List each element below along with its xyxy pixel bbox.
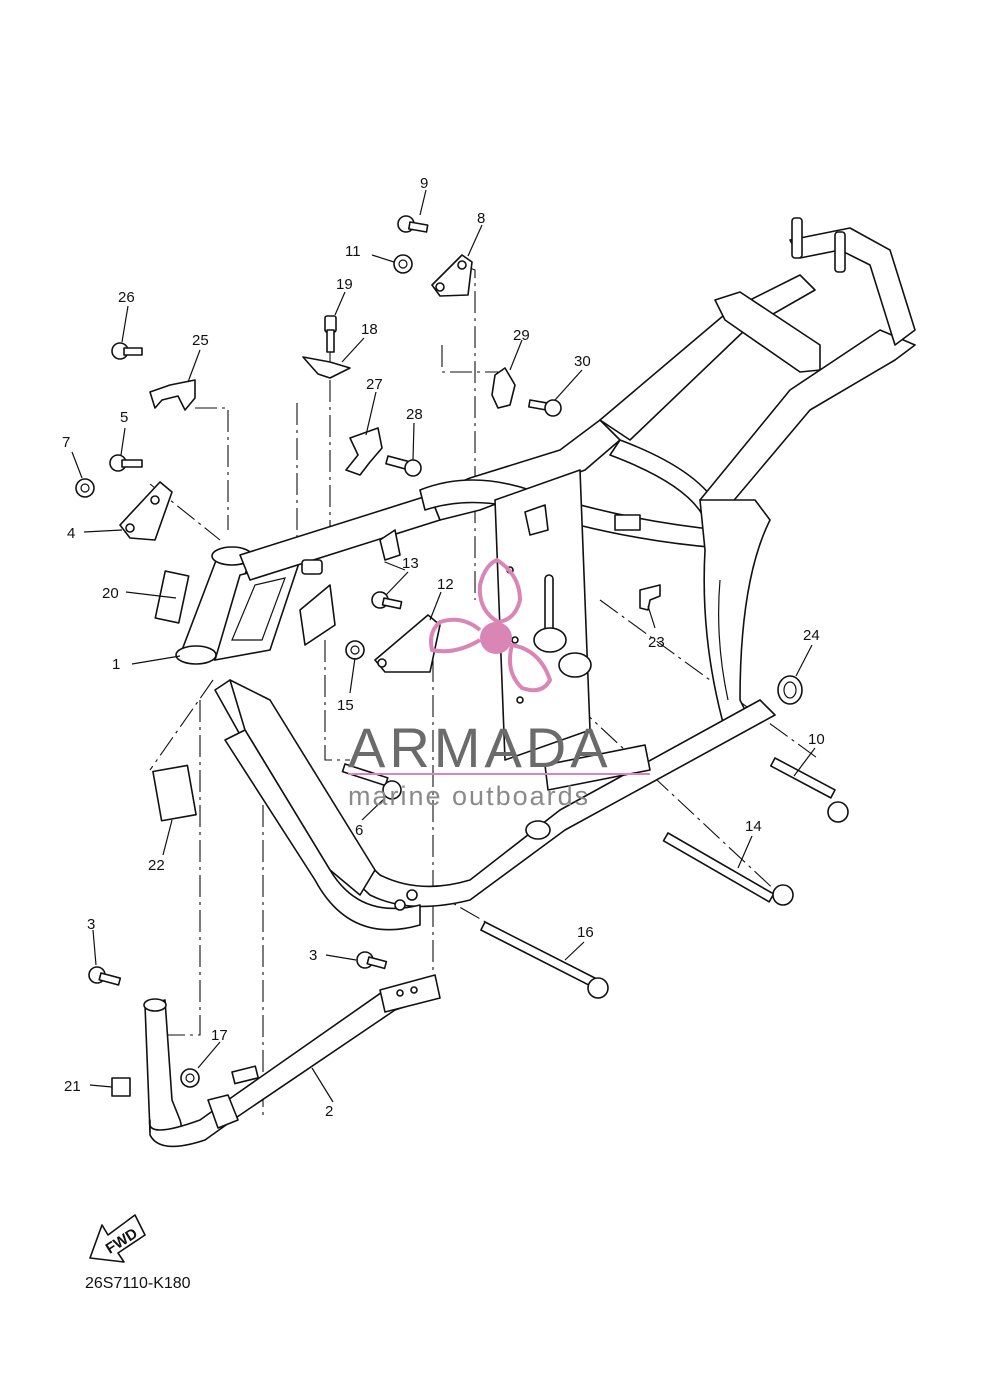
- callout-17: 17: [211, 1027, 228, 1044]
- bolt-19: [324, 315, 337, 353]
- callout-6: 6: [355, 822, 363, 839]
- leader-lines: [71, 189, 816, 1103]
- callout-16: 16: [577, 924, 594, 941]
- bolt-9: [397, 215, 429, 233]
- bolt-26: [111, 342, 143, 360]
- label-22-decal: [152, 764, 197, 822]
- bracket-12: [374, 614, 441, 673]
- bolt-5: [109, 454, 143, 472]
- label-21-decal: [111, 1077, 131, 1097]
- bolt-13: [371, 591, 403, 610]
- callout-12: 12: [437, 576, 454, 593]
- clip-23: [639, 584, 661, 611]
- clip-25: [149, 379, 196, 411]
- callout-4: 4: [67, 525, 75, 542]
- bolt-28: [385, 455, 422, 477]
- callout-23: 23: [648, 634, 665, 651]
- callout-24: 24: [803, 627, 820, 644]
- bolt-3-left: [88, 966, 122, 986]
- callout-14: 14: [745, 818, 762, 835]
- callout-19: 19: [336, 276, 353, 293]
- bolt-16: [480, 921, 609, 999]
- nut-7: [75, 478, 95, 498]
- main-frame: [175, 217, 916, 931]
- callout-18: 18: [361, 321, 378, 338]
- callout-25: 25: [192, 332, 209, 349]
- nut-17: [180, 1068, 200, 1088]
- clip-18: [302, 356, 351, 379]
- watermark-brand: ARMADA: [348, 716, 612, 779]
- diagram-code: 26S7110-K180: [85, 1275, 191, 1292]
- callout-22: 22: [148, 857, 165, 874]
- callout-8: 8: [477, 210, 485, 227]
- callout-21: 21: [64, 1078, 81, 1095]
- callout-15: 15: [337, 697, 354, 714]
- callout-numbers: 1 2 3 3 4 5 6 7 8 9 10 11 12 13 14 15 16…: [62, 175, 825, 1120]
- nut-11: [393, 254, 413, 274]
- nut-15: [345, 640, 365, 660]
- propeller-logo: [429, 557, 553, 693]
- callout-27: 27: [366, 376, 383, 393]
- clip-29: [491, 367, 516, 409]
- callout-20: 20: [102, 585, 119, 602]
- watermark: ARMADA marine outboards: [348, 557, 650, 811]
- callout-5: 5: [120, 409, 128, 426]
- callout-3b: 3: [309, 947, 317, 964]
- callout-11: 11: [345, 243, 361, 260]
- callout-26: 26: [118, 289, 135, 306]
- callout-28: 28: [406, 406, 423, 423]
- lower-crossmember-2: [143, 974, 441, 1148]
- watermark-tagline: marine outboards: [348, 781, 590, 811]
- callout-2: 2: [325, 1103, 333, 1120]
- callout-29: 29: [513, 327, 530, 344]
- callout-3a: 3: [87, 916, 95, 933]
- bracket-27: [345, 427, 383, 476]
- bolt-30: [527, 399, 562, 417]
- callout-1: 1: [112, 656, 120, 673]
- fwd-arrow-icon: FWD: [89, 1214, 146, 1263]
- callout-9: 9: [420, 175, 428, 192]
- callout-13: 13: [402, 555, 419, 572]
- callout-30: 30: [574, 353, 591, 370]
- bolt-14: [662, 832, 794, 906]
- bolt-3-right: [356, 951, 388, 970]
- callout-10: 10: [808, 731, 825, 748]
- callout-7: 7: [62, 434, 70, 451]
- bolt-10: [769, 757, 849, 823]
- grommet-24: [777, 675, 803, 705]
